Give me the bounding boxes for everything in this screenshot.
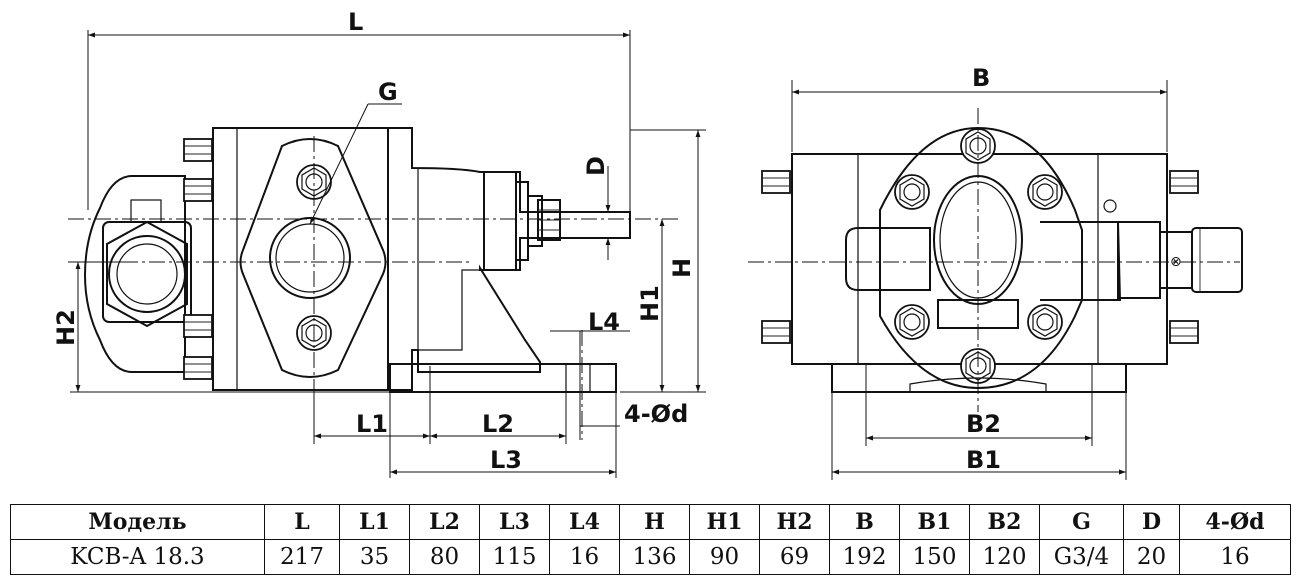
- spec-table: Модель L L1 L2 L3 L4 H H1 H2 B B1 B2 G D…: [10, 504, 1291, 575]
- table-cell: 16: [1179, 539, 1291, 575]
- dim-label-H: H: [668, 258, 696, 278]
- dim-label-G: G: [378, 78, 398, 106]
- header-cell: B1: [899, 504, 970, 540]
- table-cell: 35: [339, 539, 410, 575]
- front-view-dimensions: B B2 B1: [791, 64, 1168, 480]
- header-cell: 4-Ød: [1179, 504, 1291, 540]
- dim-label-L3: L3: [490, 446, 522, 474]
- table-cell: 90: [689, 539, 760, 575]
- side-view: [68, 127, 680, 440]
- table-cell: 217: [264, 539, 340, 575]
- table-cell: 120: [969, 539, 1040, 575]
- header-cell: D: [1123, 504, 1180, 540]
- header-cell: B2: [969, 504, 1040, 540]
- table-cell: G3/4: [1039, 539, 1124, 575]
- header-cell: L1: [339, 504, 410, 540]
- table-cell: 69: [759, 539, 830, 575]
- dim-label-L1: L1: [356, 410, 388, 438]
- dim-label-B1: B1: [966, 446, 1001, 474]
- table-cell: 192: [829, 539, 900, 575]
- header-cell: B: [829, 504, 900, 540]
- table-cell: 80: [409, 539, 480, 575]
- table-row: KCB-A 18.3 217 35 80 115 16 136 90 69 19…: [10, 539, 1291, 575]
- dim-label-L: L: [348, 8, 363, 36]
- header-cell: Модель: [10, 504, 265, 540]
- table-cell: 20: [1123, 539, 1180, 575]
- table-cell: 115: [479, 539, 550, 575]
- header-cell: H2: [759, 504, 830, 540]
- table-header-row: Модель L L1 L2 L3 L4 H H1 H2 B B1 B2 G D…: [10, 504, 1291, 540]
- dim-label-L2: L2: [482, 410, 514, 438]
- dim-label-4-d: 4-Ød: [624, 400, 688, 428]
- dim-label-B2: B2: [966, 410, 1001, 438]
- header-cell: G: [1039, 504, 1124, 540]
- dim-label-D: D: [582, 156, 610, 176]
- table-cell: KCB-A 18.3: [10, 539, 265, 575]
- dim-label-H1: H1: [636, 285, 664, 322]
- dim-label-H2: H2: [52, 309, 80, 346]
- table-cell: 16: [549, 539, 620, 575]
- technical-drawing: L G H H1 D H2 L4 4-Ød L1 L2: [52, 8, 1243, 480]
- header-cell: H1: [689, 504, 760, 540]
- header-cell: H: [619, 504, 690, 540]
- header-cell: L: [264, 504, 340, 540]
- front-view: ⊗: [748, 108, 1243, 412]
- dim-label-L4: L4: [588, 308, 620, 336]
- side-view-dimensions: L G H H1 D H2 L4 4-Ød L1 L2: [52, 8, 706, 478]
- table-cell: 150: [899, 539, 970, 575]
- header-cell: L4: [549, 504, 620, 540]
- header-cell: L3: [479, 504, 550, 540]
- dim-label-B: B: [972, 64, 990, 92]
- header-cell: L2: [409, 504, 480, 540]
- table-cell: 136: [619, 539, 690, 575]
